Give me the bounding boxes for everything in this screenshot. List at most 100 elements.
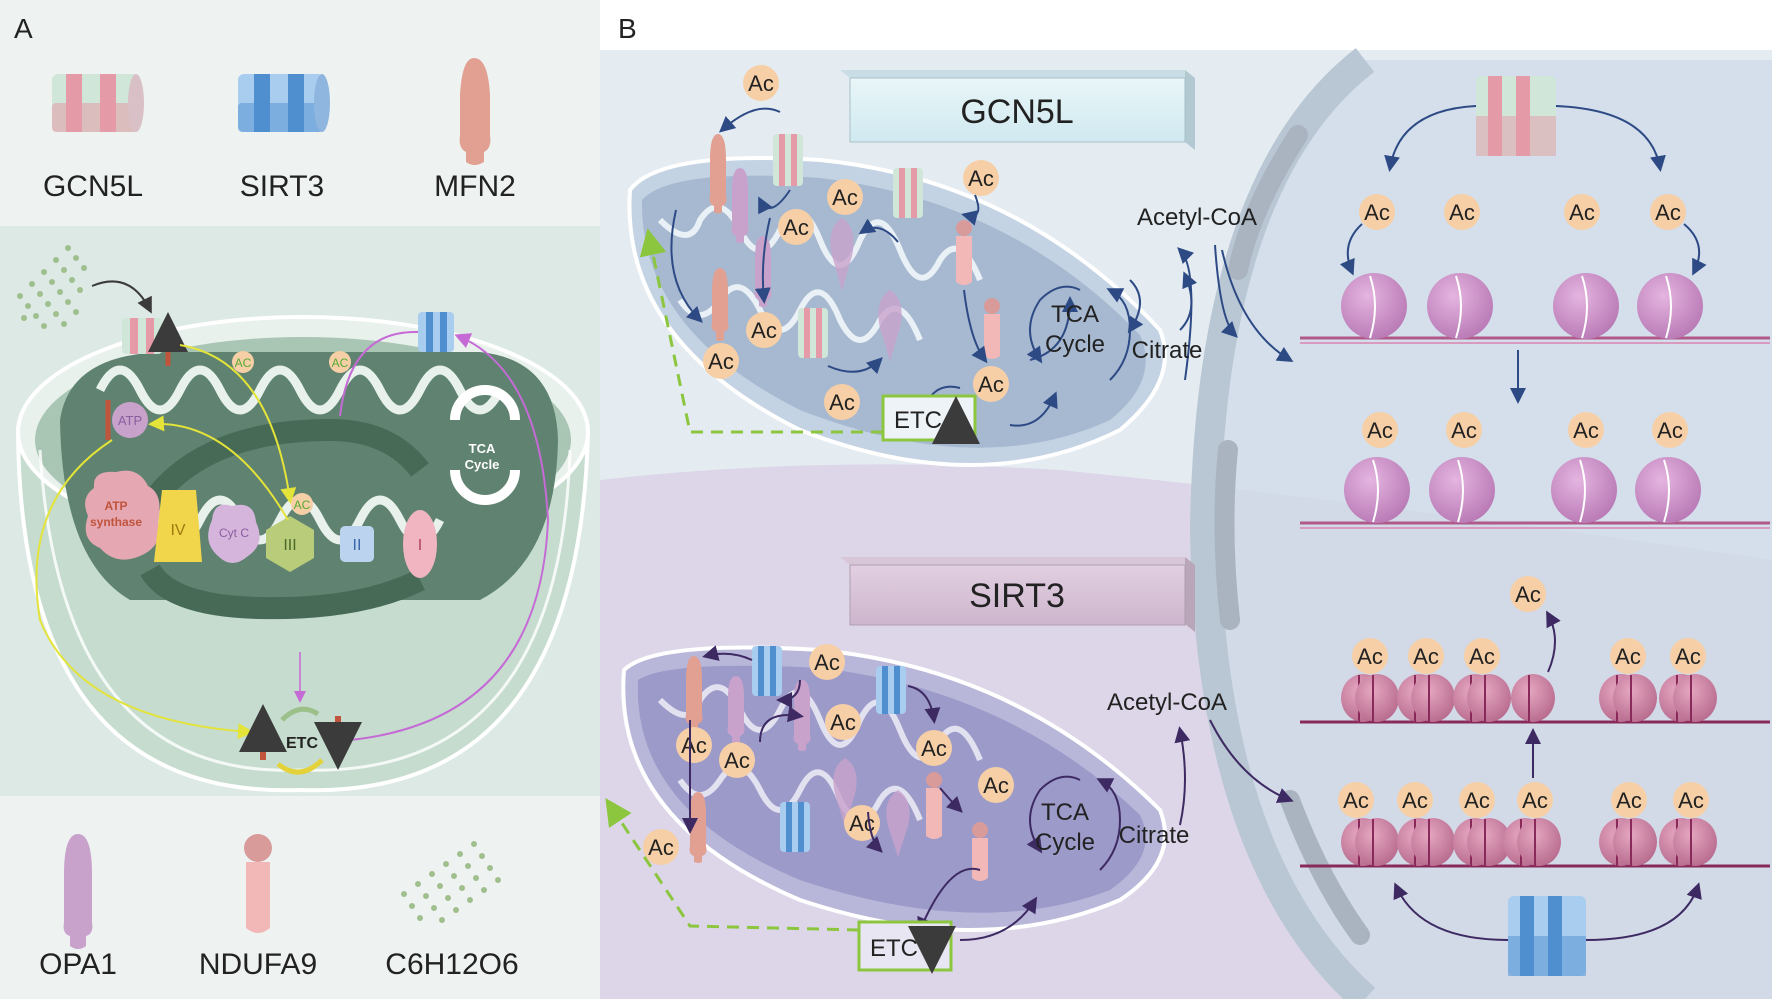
- legend-label-opa1: OPA1: [39, 948, 117, 981]
- ac-circle-a2: AC: [329, 351, 351, 373]
- sirt3-icon: [238, 74, 330, 132]
- sirt3-icon-lower-1: [752, 646, 782, 696]
- ac-u2: Ac: [963, 160, 999, 196]
- panel-b-label: B: [618, 13, 637, 44]
- legend-ndufa9: NDUFA9: [199, 834, 317, 981]
- acetyl-coa-upper: Acetyl-CoA: [1137, 204, 1257, 231]
- ac-circles-lower: Ac Ac Ac Ac Ac Ac Ac Ac: [643, 644, 1014, 865]
- svg-text:Ac: Ac: [1451, 418, 1477, 443]
- complex-i: I: [403, 510, 437, 578]
- mfn2-upper-1: [709, 134, 727, 214]
- svg-text:AC: AC: [332, 356, 349, 370]
- ac-circles-upper: Ac Ac Ac Ac Ac Ac Ac Ac: [703, 65, 1009, 420]
- legend-gcn5l: GCN5L: [43, 74, 144, 203]
- opa1-lower-4: [886, 790, 910, 858]
- legend-label-gcn5l: GCN5L: [43, 170, 143, 203]
- complex-ii: II: [340, 526, 374, 562]
- svg-text:Cycle: Cycle: [1045, 331, 1105, 358]
- upper-mito-proteins: [709, 134, 1000, 362]
- ac-u4: Ac: [778, 209, 814, 245]
- svg-text:Ac: Ac: [1343, 788, 1369, 813]
- ndufa9-icon: [244, 834, 272, 933]
- svg-text:Ac: Ac: [1675, 644, 1701, 669]
- ac-u3: Ac: [827, 179, 863, 215]
- gcn5l-icon-upper-1: [773, 134, 803, 186]
- yellow-arrow-3: [35, 439, 254, 740]
- mito-sirt3: [418, 312, 454, 352]
- svg-text:Ac: Ac: [1449, 200, 1475, 225]
- tca-cycle-upper: TCA Cycle: [1026, 285, 1132, 381]
- panel-a-label: A: [14, 13, 33, 44]
- sirt3-title-bar: SIRT3: [840, 557, 1195, 632]
- complex-iv: IV: [154, 490, 202, 562]
- svg-text:Ac: Ac: [1464, 788, 1490, 813]
- citrate-upper: Citrate: [1132, 337, 1203, 364]
- atp-synthase: ATP synthase: [85, 470, 160, 560]
- complex-iii: III: [266, 516, 314, 572]
- legend-mfn2: MFN2: [434, 58, 516, 203]
- svg-text:Ac: Ac: [681, 733, 707, 758]
- lower-mito-proteins: [685, 646, 988, 881]
- svg-text:Ac: Ac: [1615, 644, 1641, 669]
- svg-text:TCA: TCA: [469, 441, 496, 456]
- svg-text:Ac: Ac: [748, 71, 774, 96]
- mfn2-lower-1: [685, 656, 703, 731]
- mfn2-lower-2: [689, 792, 707, 863]
- svg-text:ATP: ATP: [104, 499, 127, 513]
- tca-cycle-a: TCA Cycle: [450, 385, 520, 505]
- svg-text:Ac: Ac: [751, 318, 777, 343]
- ac-l7: Ac: [844, 805, 880, 841]
- nucleus-ac-row-3: Ac Ac Ac Ac Ac Ac: [1352, 576, 1706, 674]
- citrate-lower-arrow: [1174, 726, 1191, 826]
- svg-text:I: I: [418, 537, 422, 554]
- green-dashed-arrow-upper: [639, 228, 883, 434]
- ac-circle-a3: AC: [291, 493, 313, 515]
- svg-text:III: III: [283, 537, 296, 554]
- gcn5l-icon-upper-3: [798, 308, 828, 358]
- opa1-icon: [63, 834, 93, 949]
- nucleus-ac-row-2: Ac Ac Ac Ac: [1362, 412, 1688, 448]
- svg-text:Ac: Ac: [978, 372, 1004, 397]
- yellow-arrow-2: [148, 415, 289, 521]
- ac-u7: Ac: [824, 384, 860, 420]
- ndufa9-upper-1: [956, 220, 972, 236]
- etc-box-upper: ETC: [881, 394, 980, 444]
- nucleus-ac-row-4: Ac Ac Ac Ac Ac Ac: [1338, 782, 1709, 818]
- legend-glucose: C6H12O6: [385, 841, 519, 981]
- svg-text:ETC: ETC: [870, 935, 918, 962]
- gcn5l-title: GCN5L: [960, 93, 1073, 131]
- opa1-lower-1: [727, 676, 745, 743]
- legend-label-glucose: C6H12O6: [385, 948, 518, 981]
- mitochondrion-lower: [621, 645, 1167, 932]
- svg-text:Cycle: Cycle: [465, 457, 500, 472]
- svg-text:Cyt C: Cyt C: [219, 526, 249, 540]
- svg-text:AC: AC: [294, 498, 311, 512]
- glucose-arrow: [91, 280, 152, 314]
- svg-text:TCA: TCA: [1041, 799, 1089, 826]
- magenta-arrow-2: [349, 333, 550, 741]
- svg-text:Ac: Ac: [829, 390, 855, 415]
- acetyl-coa-lower-arrow: [1209, 719, 1294, 803]
- svg-text:Ac: Ac: [830, 710, 856, 735]
- svg-text:Ac: Ac: [1364, 200, 1390, 225]
- nucleus-gcn5l: [1384, 76, 1666, 172]
- svg-text:Ac: Ac: [1655, 200, 1681, 225]
- svg-text:Ac: Ac: [1569, 200, 1595, 225]
- ac-u1: Ac: [743, 65, 779, 101]
- svg-text:Ac: Ac: [1402, 788, 1428, 813]
- legend-sirt3: SIRT3: [238, 74, 330, 203]
- svg-text:AC: AC: [235, 356, 252, 370]
- mfn2-upper-2: [711, 268, 729, 341]
- panel-a: A GCN5L SIRT3: [0, 0, 600, 999]
- cyt-c: Cyt C: [208, 504, 260, 563]
- svg-text:ETC: ETC: [286, 735, 318, 752]
- dna-strand-2: [1300, 521, 1770, 529]
- svg-text:Ac: Ac: [1616, 788, 1642, 813]
- legend-label-mfn2: MFN2: [434, 170, 516, 203]
- ac-u6: Ac: [703, 343, 739, 379]
- acetyl-coa-upper-arrow: [1221, 249, 1294, 363]
- opa1-lower-3: [833, 758, 857, 828]
- nucleus-ac-top: Ac Ac Ac Ac: [1339, 194, 1707, 276]
